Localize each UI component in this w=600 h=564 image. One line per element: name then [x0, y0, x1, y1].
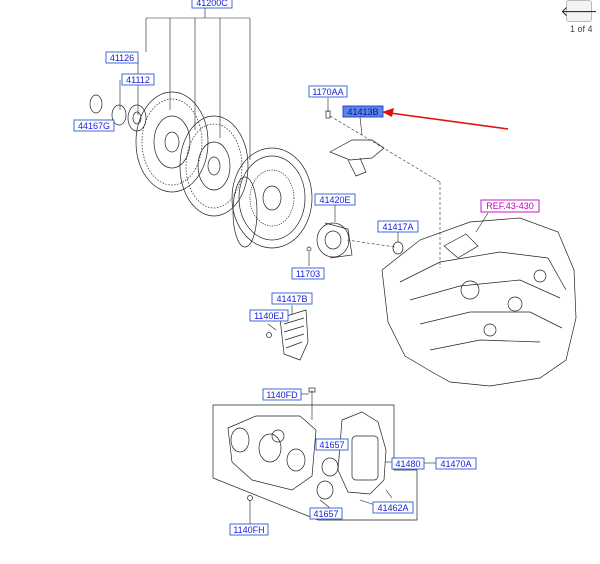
transmission-housing: [381, 212, 577, 387]
label-41413b[interactable]: 41413B: [342, 105, 384, 118]
label-41480[interactable]: 41480: [391, 457, 425, 470]
label-41200c[interactable]: 41200C: [191, 0, 233, 9]
svg-text:41420E: 41420E: [319, 195, 350, 205]
label-41417a[interactable]: 41417A: [377, 220, 419, 233]
label-1170aa[interactable]: 1170AA: [308, 85, 348, 98]
label-41126[interactable]: 41126: [105, 51, 139, 64]
release-fork-41413b: [325, 98, 441, 268]
o-ring-44167g: [89, 94, 103, 114]
actuator-assembly: [212, 387, 418, 524]
svg-text:REF.43-430: REF.43-430: [486, 201, 534, 211]
svg-text:11703: 11703: [296, 269, 320, 279]
clutch-kit-leaders: [90, 6, 251, 160]
label-1140fd[interactable]: 1140FD: [262, 388, 302, 401]
svg-text:1140FD: 1140FD: [266, 390, 298, 400]
label-41420e[interactable]: 41420E: [314, 193, 356, 206]
svg-text:41112: 41112: [126, 75, 150, 85]
label-1140fh[interactable]: 1140FH: [229, 523, 269, 536]
pressure-plate: [231, 147, 313, 249]
svg-text:44167G: 44167G: [78, 121, 110, 131]
label-1140ej[interactable]: 1140EJ: [249, 309, 289, 322]
svg-text:41462A: 41462A: [377, 503, 408, 513]
svg-text:41417B: 41417B: [276, 294, 307, 304]
label-41417b[interactable]: 41417B: [271, 292, 313, 305]
clutch-disc-rear: [179, 115, 249, 217]
pin-11703: [306, 246, 312, 266]
svg-text:41657: 41657: [319, 440, 344, 450]
bolt-1140ej: [266, 323, 277, 338]
label-ref-43-430[interactable]: REF.43-430: [480, 199, 540, 213]
gasket-41417a: [392, 232, 404, 255]
snap-ring-41112: [111, 104, 127, 126]
svg-text:41200C: 41200C: [196, 0, 228, 8]
damper-hub-41126: [127, 104, 147, 132]
svg-text:41417A: 41417A: [382, 222, 413, 232]
label-11703[interactable]: 11703: [291, 267, 325, 280]
label-44167g[interactable]: 44167G: [73, 119, 115, 132]
svg-text:41413B: 41413B: [347, 107, 378, 117]
label-41462a[interactable]: 41462A: [372, 501, 414, 514]
svg-text:1170AA: 1170AA: [312, 87, 343, 97]
label-41657-upper[interactable]: 41657: [315, 438, 349, 451]
svg-text:41126: 41126: [110, 53, 134, 63]
release-bearing-41420e: [316, 205, 396, 259]
highlight-arrow: [382, 108, 509, 130]
page-indicator: 1 of 4: [570, 24, 593, 34]
label-41657-lower[interactable]: 41657: [309, 507, 343, 520]
clutch-disc-front: [135, 91, 209, 193]
svg-text:41480: 41480: [395, 459, 420, 469]
svg-text:41657: 41657: [313, 509, 338, 519]
svg-text:1140EJ: 1140EJ: [254, 311, 284, 321]
svg-text:1140FH: 1140FH: [233, 525, 264, 535]
arrow-left-icon: 🡐: [560, 2, 598, 19]
svg-text:41470A: 41470A: [440, 459, 471, 469]
label-41470a[interactable]: 41470A: [435, 457, 477, 470]
heat-shield-41417b: [279, 305, 309, 361]
label-41112[interactable]: 41112: [121, 73, 155, 86]
back-button[interactable]: 🡐: [560, 0, 598, 22]
